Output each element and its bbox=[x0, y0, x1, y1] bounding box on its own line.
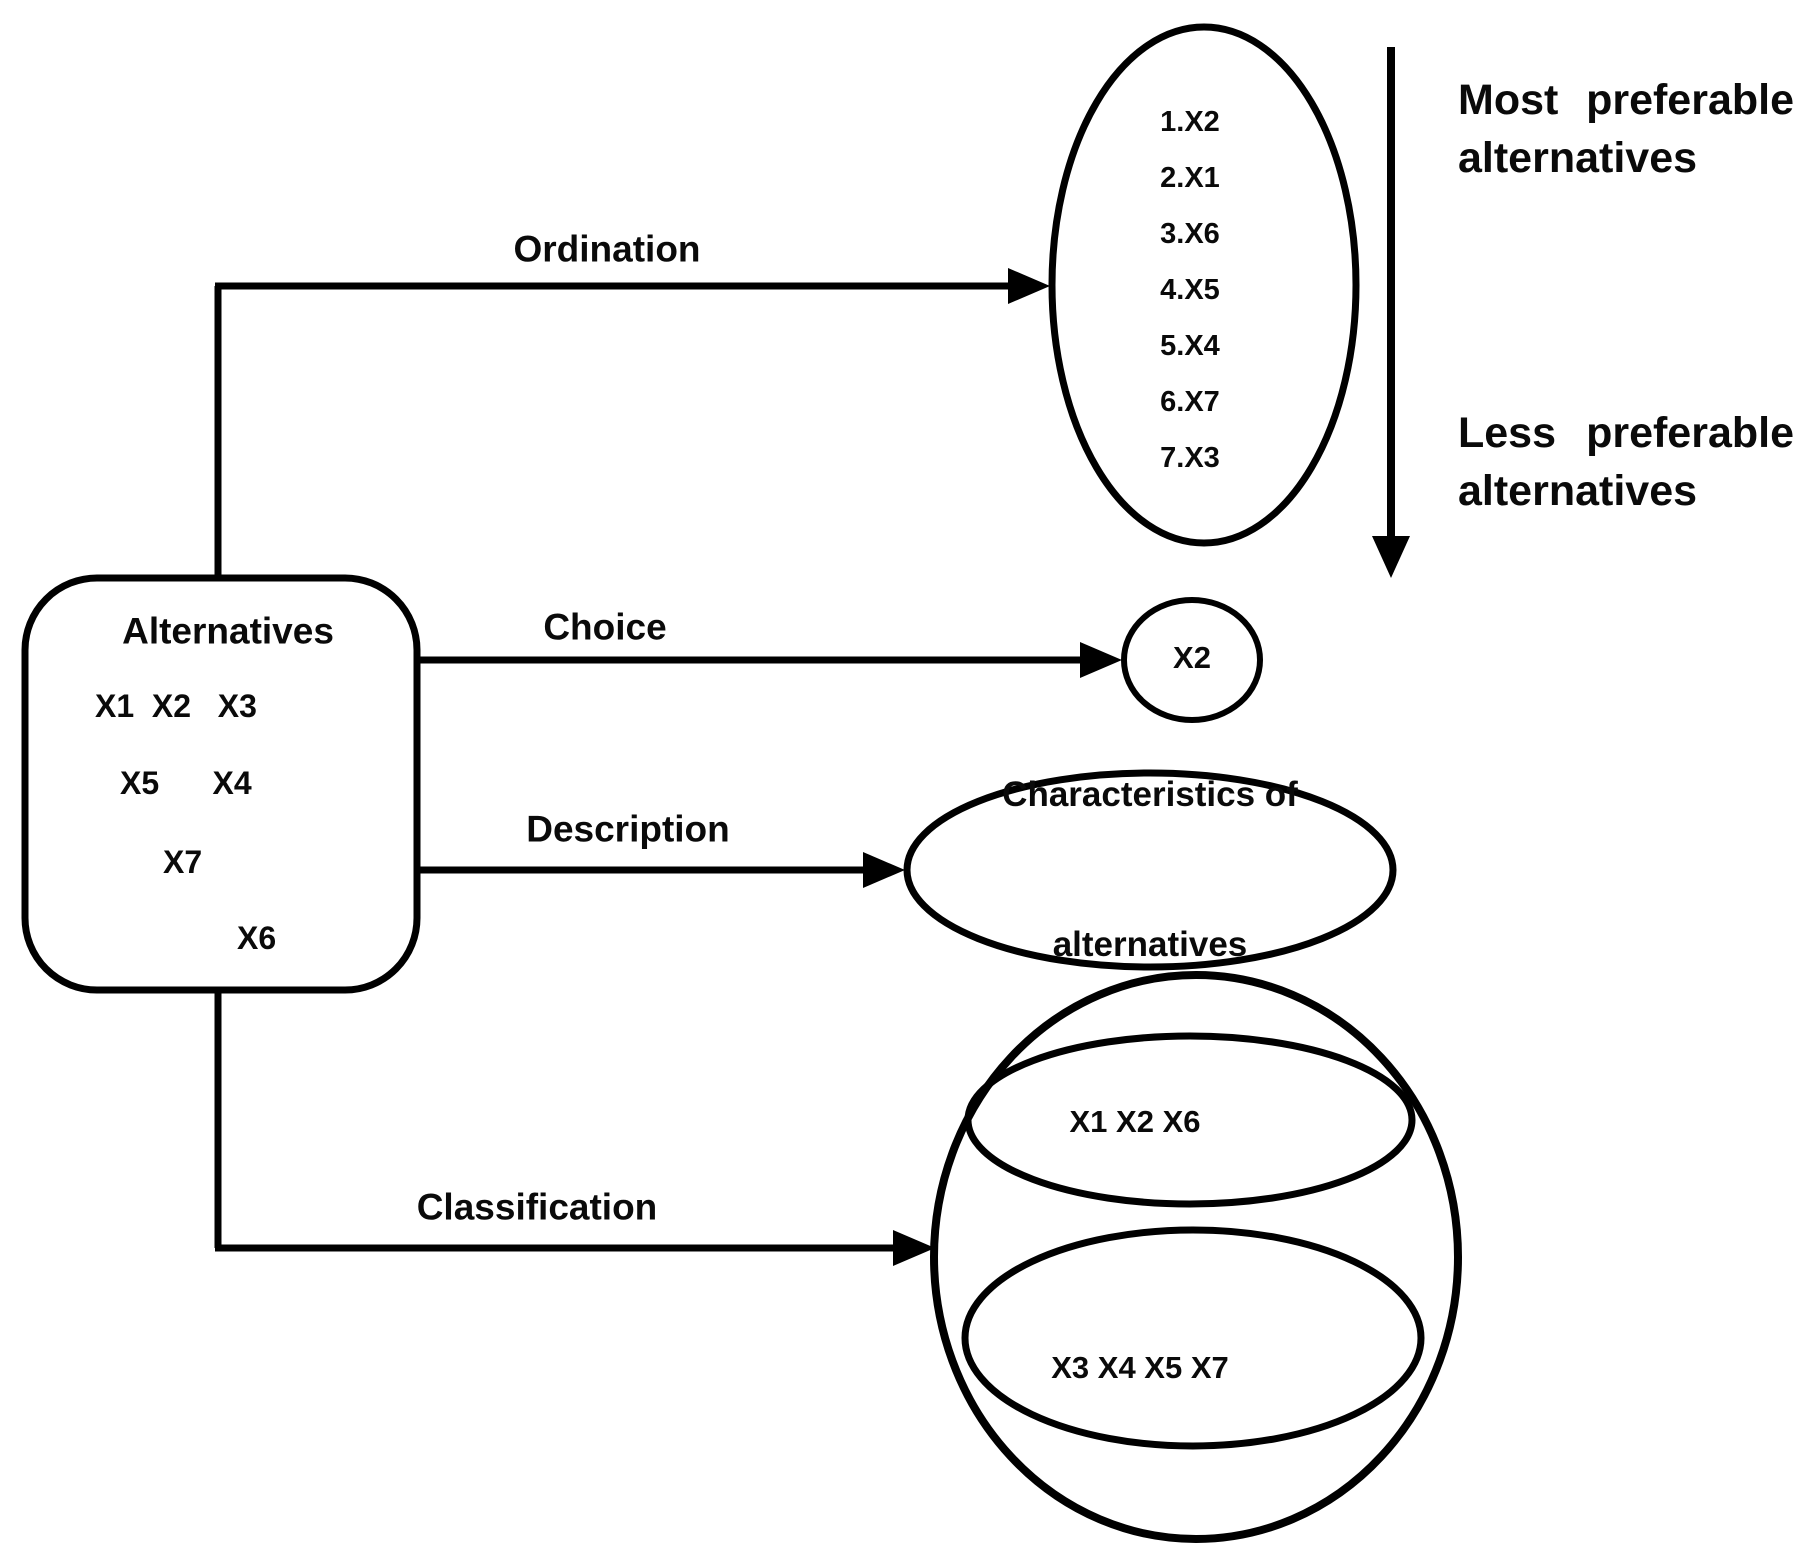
characteristics-line1: Characteristics of bbox=[1002, 775, 1298, 814]
choice-arrow-label: Choice bbox=[543, 606, 667, 648]
ordination-rank-item: 2.X1 bbox=[1160, 162, 1220, 194]
alternatives-row-4: X6 bbox=[237, 920, 277, 956]
ordination-ranked-list: 1.X2 2.X1 3.X6 4.X5 5.X4 6.X7 7.X3 bbox=[1090, 94, 1290, 486]
less-preferable-line1: Less preferable bbox=[1458, 409, 1794, 457]
alternatives-row-2: X5 X4 bbox=[120, 765, 252, 801]
most-preferable-text: Most preferable alternatives bbox=[1458, 71, 1794, 187]
description-arrow-label: Description bbox=[526, 808, 730, 850]
choice-arrowhead-icon bbox=[1080, 642, 1122, 678]
ordination-arrowhead-icon bbox=[1008, 268, 1050, 304]
classification-arrowhead-icon bbox=[893, 1230, 935, 1266]
ordination-rank-item: 6.X7 bbox=[1160, 386, 1220, 418]
characteristics-line2: alternatives bbox=[1052, 925, 1248, 964]
less-preferable-line2: alternatives bbox=[1458, 467, 1698, 515]
classification-group2-text: X3 X4 X5 X7 bbox=[1051, 1350, 1229, 1385]
ordination-ellipse-shape bbox=[1048, 23, 1360, 547]
most-preferable-line1: Most preferable bbox=[1458, 76, 1794, 124]
preference-arrowhead-icon bbox=[1372, 536, 1410, 578]
ordination-rank-item: 1.X2 bbox=[1160, 106, 1220, 138]
characteristics-ellipse-shape bbox=[903, 769, 1397, 971]
classification-group2-ellipse-shape bbox=[961, 1226, 1425, 1450]
alternatives-box-title: Alternatives bbox=[122, 610, 334, 652]
ordination-rank-item: 3.X6 bbox=[1160, 218, 1220, 250]
ordination-rank-item: 5.X4 bbox=[1160, 330, 1220, 362]
classification-group1-ellipse-shape bbox=[964, 1032, 1416, 1208]
ordination-arrow-label: Ordination bbox=[513, 228, 701, 270]
characteristics-text: Characteristics of alternatives bbox=[1002, 670, 1298, 1070]
ordination-rank-item: 7.X3 bbox=[1160, 442, 1220, 474]
description-arrowhead-icon bbox=[863, 852, 905, 888]
classification-circle-shape bbox=[930, 971, 1462, 1543]
alternatives-row-1: X1 X2 X3 bbox=[95, 688, 257, 724]
choice-result-text: X2 bbox=[1173, 640, 1211, 675]
less-preferable-text: Less preferable alternatives bbox=[1458, 404, 1794, 520]
classification-group1-text: X1 X2 X6 bbox=[1069, 1104, 1201, 1139]
most-preferable-line2: alternatives bbox=[1458, 134, 1698, 182]
alternatives-row-3: X7 bbox=[163, 844, 203, 880]
choice-ellipse-shape bbox=[1121, 597, 1263, 723]
classification-arrow-label: Classification bbox=[416, 1186, 658, 1228]
ordination-rank-item: 4.X5 bbox=[1160, 274, 1220, 306]
